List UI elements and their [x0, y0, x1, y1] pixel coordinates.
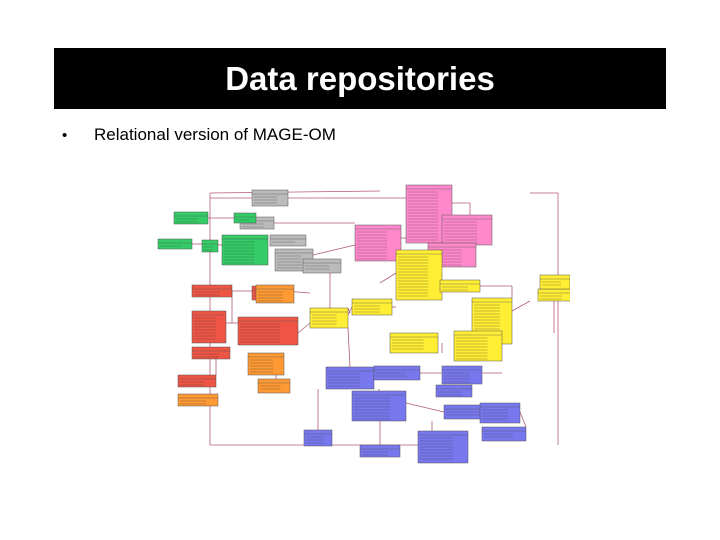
schema-entity-box — [453, 330, 503, 362]
schema-entity-box — [354, 224, 402, 262]
schema-entity-box — [173, 211, 209, 225]
bullet-text: Relational version of MAGE-OM — [94, 125, 336, 144]
schema-entity-box — [435, 384, 473, 398]
schema-connector-line — [347, 307, 351, 314]
schema-entity-box — [177, 393, 219, 407]
schema-connector-line — [297, 322, 311, 334]
schema-connector-line — [347, 327, 351, 368]
schema-connector-line — [312, 244, 356, 256]
schema-entity-box — [351, 390, 407, 422]
schema-entity-box — [177, 374, 217, 388]
schema-entity-box — [359, 444, 401, 458]
schema-entity-box — [233, 212, 257, 224]
schema-entity-box — [303, 429, 333, 447]
mage-om-schema-diagram — [150, 183, 570, 466]
schema-connector-line — [519, 411, 527, 428]
schema-entity-box — [237, 316, 299, 346]
schema-entity-box — [439, 279, 481, 293]
schema-entity-box — [325, 366, 375, 390]
schema-connector-line — [379, 272, 397, 284]
schema-connector-line — [405, 402, 445, 413]
schema-entity-box — [441, 214, 493, 246]
bullet-marker: • — [62, 126, 68, 144]
schema-entity-box — [351, 298, 393, 316]
schema-connector-line — [511, 300, 531, 312]
schema-entity-box — [441, 365, 483, 385]
schema-entity-box — [191, 284, 233, 298]
schema-entity-box — [201, 239, 219, 253]
slide-title: Data repositories — [54, 48, 666, 109]
schema-entity-box — [247, 352, 285, 376]
schema-entity-box — [255, 284, 295, 304]
schema-connector-line — [209, 190, 381, 194]
schema-entity-box — [251, 189, 289, 207]
schema-entity-box — [191, 346, 231, 360]
schema-entity-box — [157, 238, 193, 250]
schema-diagram-canvas — [157, 184, 570, 464]
schema-entity-box — [269, 234, 307, 247]
schema-entity-box — [221, 234, 269, 266]
bullet-item: • Relational version of MAGE-OM — [62, 125, 336, 145]
schema-connector-line — [347, 306, 353, 316]
